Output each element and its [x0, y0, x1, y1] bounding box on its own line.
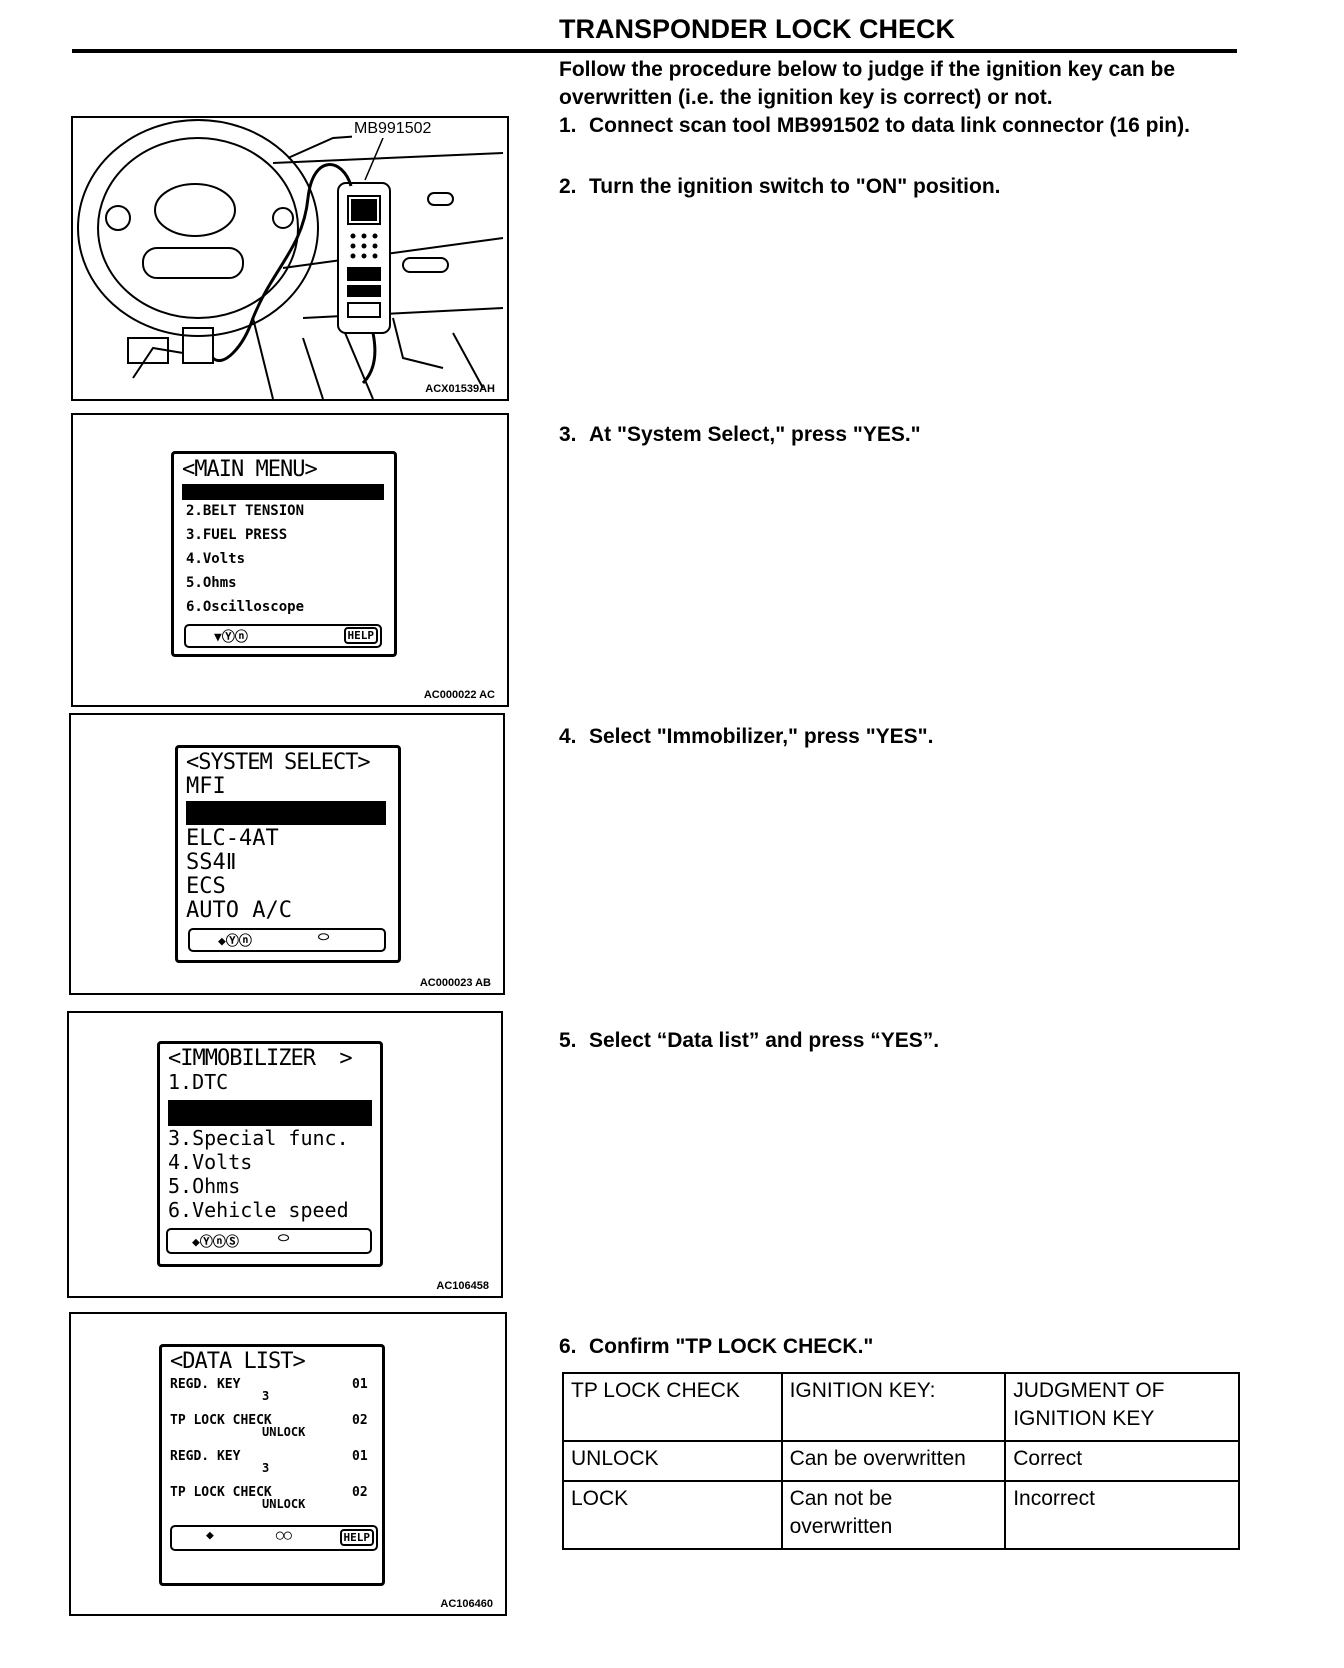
- screen-title: <SYSTEM SELECT>: [186, 750, 371, 775]
- menu-line: 3.Special func.: [168, 1126, 349, 1150]
- table-cell: LOCK: [562, 1480, 783, 1550]
- step-number: 3.: [559, 423, 577, 446]
- data-value: UNLOCK: [262, 1497, 306, 1511]
- menu-line: 6.Vehicle speed: [168, 1198, 349, 1222]
- menu-line: MFI: [186, 774, 226, 799]
- menu-line: 4.Volts: [168, 1150, 253, 1174]
- figure-scan-tool-connection: MB991502 ACX01539AH: [71, 116, 509, 401]
- menu-line: 1.DTC: [168, 1070, 229, 1094]
- scan-tool-screen: <DATA LIST> REGD. KEY 01 3 TP LOCK CHECK…: [159, 1344, 385, 1586]
- figure-main-menu: <MAIN MENU> 2.BELT TENSION 3.FUEL PRESS …: [71, 413, 509, 707]
- data-label: REGD. KEY: [170, 1377, 241, 1392]
- data-value: 3: [262, 1461, 270, 1475]
- step-6: 6. Confirm "TP LOCK CHECK.": [559, 1333, 1239, 1361]
- figure-immobilizer: <IMMOBILIZER > 1.DTC 3.Special func. 4.V…: [67, 1011, 503, 1298]
- data-code: 02: [352, 1485, 368, 1500]
- table-row: UNLOCK Can be overwritten Correct: [562, 1440, 1240, 1482]
- step-number: 1.: [559, 114, 577, 137]
- table-header: JUDGMENT OF IGNITION KEY: [1004, 1372, 1240, 1442]
- screen-title: <IMMOBILIZER >: [168, 1046, 353, 1071]
- step-text: At "System Select," press "YES.": [589, 423, 921, 446]
- data-label: TP LOCK CHECK: [170, 1485, 272, 1500]
- data-value: UNLOCK: [262, 1425, 306, 1439]
- step-2: 2. Turn the ignition switch to "ON" posit…: [559, 173, 1239, 201]
- step-text: Select “Data list” and press “YES”.: [589, 1029, 940, 1052]
- page-title: TRANSPONDER LOCK CHECK: [559, 14, 956, 44]
- step-3: 3. At "System Select," press "YES.": [559, 421, 1239, 449]
- table-cell: Can not be overwritten: [780, 1480, 1007, 1550]
- scan-tool-screen: <SYSTEM SELECT> MFI ELC-4AT SS4Ⅱ ECS AUT…: [175, 745, 401, 963]
- menu-line: SS4Ⅱ: [186, 850, 237, 875]
- menu-line: 4.Volts: [186, 551, 246, 567]
- dashboard-illustration: [77, 119, 504, 400]
- figure-id: AC000023 AB: [419, 977, 491, 989]
- table-header: IGNITION KEY:: [780, 1372, 1007, 1442]
- circle-button-icon: ⬭: [318, 930, 330, 945]
- screen-buttons: ◆Ⓨⓝ: [218, 934, 252, 949]
- table-header: TP LOCK CHECK: [562, 1372, 783, 1442]
- step-1: 1. Connect scan tool MB991502 to data lin…: [559, 112, 1239, 140]
- help-icon: HELP: [343, 627, 378, 644]
- scan-tool-screen: <MAIN MENU> 2.BELT TENSION 3.FUEL PRESS …: [171, 451, 397, 657]
- step-4: 4. Select "Immobilizer," press "YES".: [559, 723, 1239, 751]
- step-5: 5. Select “Data list” and press “YES”.: [559, 1027, 1239, 1055]
- table-cell: Incorrect: [1004, 1480, 1240, 1550]
- screen-title: <DATA LIST>: [170, 1349, 306, 1374]
- menu-line: AUTO A/C: [186, 898, 292, 923]
- screen-button-bar: ◆ ◯◯ HELP: [170, 1525, 378, 1551]
- highlighted-selection: [186, 801, 386, 825]
- figure-id: AC106458: [436, 1280, 489, 1292]
- step-number: 6.: [559, 1335, 577, 1358]
- help-icon: HELP: [339, 1529, 374, 1546]
- screen-buttons: ◆: [206, 1528, 214, 1543]
- screen-button-bar: ◆Ⓨⓝ ⬭: [188, 928, 386, 952]
- screen-title: <MAIN MENU>: [182, 457, 318, 482]
- step-text: Connect scan tool MB991502 to data link …: [589, 114, 1190, 137]
- menu-line: 5.Ohms: [168, 1174, 241, 1198]
- data-label: TP LOCK CHECK: [170, 1413, 272, 1428]
- screen-button-bar: ◆ⓎⓝⓈ ⬭: [166, 1228, 372, 1254]
- table-row: LOCK Can not be overwritten Incorrect: [562, 1480, 1240, 1550]
- figure-id: ACX01539AH: [425, 383, 495, 395]
- intro-text: Follow the procedure below to judge if t…: [559, 58, 1176, 109]
- figure-system-select: <SYSTEM SELECT> MFI ELC-4AT SS4Ⅱ ECS AUT…: [69, 713, 505, 995]
- menu-line: ECS: [186, 874, 226, 899]
- data-code: 01: [352, 1377, 368, 1392]
- figure-id: AC106460: [440, 1598, 493, 1610]
- step-text: Confirm "TP LOCK CHECK.": [589, 1335, 874, 1358]
- highlighted-selection: [168, 1100, 372, 1126]
- screen-buttons: ▼Ⓨⓝ: [214, 630, 248, 645]
- step-number: 4.: [559, 725, 577, 748]
- data-value: 3: [262, 1389, 270, 1403]
- step-text: Select "Immobilizer," press "YES".: [589, 725, 934, 748]
- screen-buttons: ◆ⓎⓝⓈ: [192, 1235, 239, 1250]
- step-number: 2.: [559, 175, 577, 198]
- figure-id: AC000022 AC: [423, 689, 495, 701]
- circle-button-icon: ◯◯: [276, 1528, 292, 1543]
- judgment-table: TP LOCK CHECK IGNITION KEY: JUDGMENT OF …: [562, 1372, 1240, 1550]
- table-cell: Can be overwritten: [780, 1440, 1007, 1482]
- data-code: 02: [352, 1413, 368, 1428]
- step-text: Turn the ignition switch to "ON" positio…: [589, 175, 1001, 198]
- callout-label: MB991502: [352, 120, 434, 138]
- menu-line: 3.FUEL PRESS: [186, 527, 288, 543]
- highlighted-selection: [182, 484, 384, 500]
- menu-line: 6.Oscilloscope: [186, 599, 305, 615]
- data-code: 01: [352, 1449, 368, 1464]
- table-cell: UNLOCK: [562, 1440, 783, 1482]
- circle-button-icon: ⬭: [278, 1231, 290, 1246]
- scan-tool-screen: <IMMOBILIZER > 1.DTC 3.Special func. 4.V…: [157, 1041, 383, 1267]
- step-number: 5.: [559, 1029, 577, 1052]
- table-cell: Correct: [1004, 1440, 1240, 1482]
- data-label: REGD. KEY: [170, 1449, 241, 1464]
- menu-line: ELC-4AT: [186, 826, 279, 851]
- title-rule: [72, 49, 1237, 53]
- screen-button-bar: ▼Ⓨⓝ HELP: [184, 624, 382, 648]
- table-header-row: TP LOCK CHECK IGNITION KEY: JUDGMENT OF …: [562, 1372, 1240, 1442]
- menu-line: 5.Ohms: [186, 575, 237, 591]
- figure-data-list: <DATA LIST> REGD. KEY 01 3 TP LOCK CHECK…: [69, 1312, 507, 1616]
- menu-line: 2.BELT TENSION: [186, 503, 305, 519]
